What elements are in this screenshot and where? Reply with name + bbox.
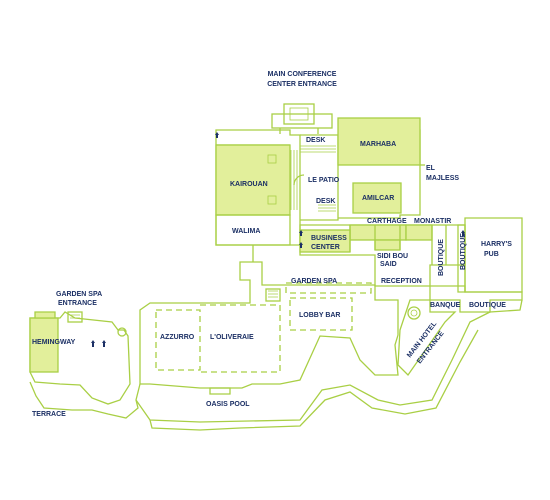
label-harrys-pub-2: PUB [484, 251, 499, 258]
label-banque: BANQUE [430, 302, 461, 309]
conference-entrance-structure [271, 103, 333, 134]
lobby-bar-outline [289, 297, 353, 331]
label-el-majless: EL [426, 165, 436, 172]
label-main-conference: MAIN CONFERENCE [268, 71, 337, 78]
elevator-icon [215, 132, 219, 138]
garden-spa-stairs [265, 288, 281, 302]
label-boutique-vertical-1: BOUTIQUE [438, 239, 445, 276]
label-desk-top: DESK [306, 137, 325, 144]
patio-steps [290, 145, 336, 212]
label-carthage: CARTHAGE [367, 218, 407, 225]
label-harrys-pub: HARRY'S [481, 241, 512, 248]
room-carthage[interactable] [349, 224, 407, 241]
room-sidi-bou-said[interactable] [374, 239, 401, 251]
label-amilcar: AMILCAR [362, 195, 394, 202]
label-boutique-vertical-2: BOUTIQUE [460, 233, 467, 270]
label-desk-bottom: DESK [316, 198, 335, 205]
main-entrance-outline [397, 299, 457, 377]
elevator-icon [299, 230, 303, 248]
label-business-center: BUSINESS [311, 235, 347, 242]
azzurro-outline [155, 309, 201, 371]
loliveraie-outline [200, 304, 281, 373]
label-walima: WALIMA [232, 228, 260, 235]
hemingway-wing-outline [29, 311, 131, 405]
label-le-patio: LE PATIO [308, 177, 340, 184]
lobby-outline [139, 245, 399, 389]
label-sidi-bou-said-2: SAID [380, 261, 397, 268]
garden-spa-entrance-structure [67, 311, 83, 323]
label-boutique-bottom: BOUTIQUE [469, 302, 506, 309]
label-terrace: TERRACE [32, 411, 66, 418]
label-monastir: MONASTIR [414, 218, 451, 225]
elevator-icon [461, 230, 465, 236]
label-reception: RECEPTION [381, 278, 422, 285]
patio-outline [300, 134, 339, 221]
label-oasis-pool: OASIS POOL [206, 401, 250, 408]
room-monastir[interactable] [405, 224, 433, 241]
label-marhaba: MARHABA [360, 141, 396, 148]
label-kairouan: KAIROUAN [230, 181, 268, 188]
label-garden-spa-entrance-2: ENTRANCE [58, 300, 97, 307]
label-garden-spa: GARDEN SPA [291, 278, 337, 285]
label-main-conference-2: CENTER ENTRANCE [267, 81, 337, 88]
room-amilcar[interactable] [352, 182, 402, 214]
label-azzurro: AZZURRO [160, 334, 195, 341]
banque-boutique-outline [429, 285, 523, 313]
label-loliveraie: L'OLIVERAIE [210, 334, 254, 341]
elevator-icon [91, 340, 106, 347]
label-business-center-2: CENTER [311, 244, 340, 251]
label-lobby-bar: LOBBY BAR [299, 312, 340, 319]
room-hemingway[interactable] [29, 317, 59, 373]
label-sidi-bou-said: SIDI BOU [377, 253, 408, 260]
room-marhaba[interactable] [337, 117, 421, 166]
label-hemingway: HEMINGWAY [32, 339, 76, 346]
label-garden-spa-entrance: GARDEN SPA [56, 291, 102, 298]
label-el-majless-2: MAJLESS [426, 175, 459, 182]
room-kairouan[interactable] [215, 144, 291, 216]
